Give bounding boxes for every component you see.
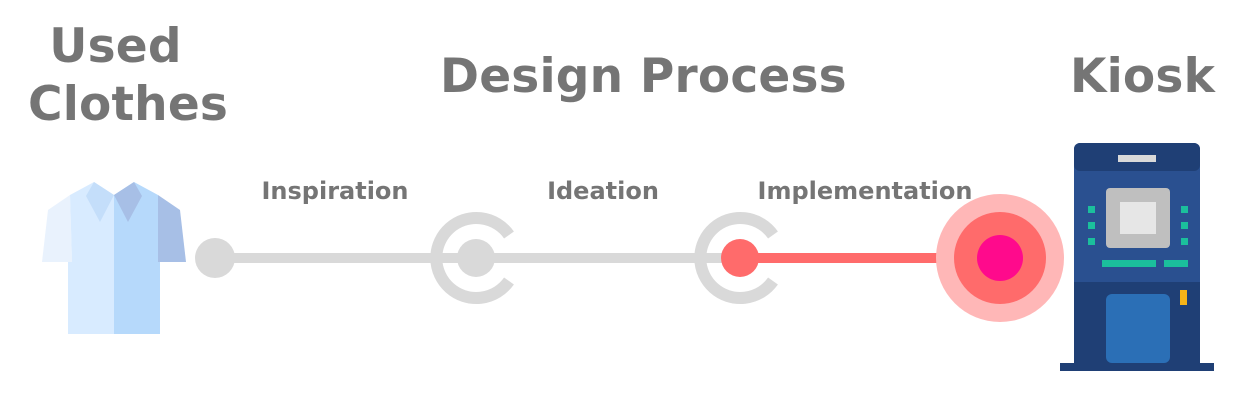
end-node-core xyxy=(977,235,1023,281)
kiosk-card-slot xyxy=(1102,260,1156,267)
node-inspiration-ring xyxy=(430,212,514,304)
kiosk-title: Kiosk xyxy=(1070,49,1216,104)
kiosk-screen xyxy=(1120,202,1156,234)
design-process-title: Design Process xyxy=(440,49,847,104)
used-clothes-title: Used Clothes xyxy=(28,18,229,134)
shirt-body-right xyxy=(114,182,160,334)
kiosk-card-slot xyxy=(1164,260,1188,267)
start-node xyxy=(195,238,235,278)
kiosk-icon xyxy=(1060,143,1214,371)
kiosk-button xyxy=(1181,238,1188,245)
step-label-inspiration: Inspiration xyxy=(261,177,409,205)
kiosk-button xyxy=(1088,238,1095,245)
kiosk-header-light xyxy=(1118,155,1156,162)
used-clothes-title-line-1: Used xyxy=(49,19,182,74)
step-label-ideation: Ideation xyxy=(547,177,659,205)
shirt-right-sleeve xyxy=(158,195,186,262)
step-label-implementation: Implementation xyxy=(757,177,973,205)
kiosk-button xyxy=(1088,222,1095,229)
node-inspiration-dot xyxy=(457,239,495,277)
kiosk-button xyxy=(1181,222,1188,229)
shirt-left-sleeve xyxy=(42,195,72,262)
node-ideation-ring xyxy=(694,212,778,304)
used-clothes-title-line-2: Clothes xyxy=(28,77,229,132)
node-ideation-dot xyxy=(721,239,759,277)
shirt-collar-right xyxy=(114,182,142,222)
kiosk-button xyxy=(1088,206,1095,213)
kiosk-door xyxy=(1106,294,1170,363)
shirt-collar-left xyxy=(86,182,114,222)
shirt-body-left xyxy=(68,182,114,334)
kiosk-button xyxy=(1181,206,1188,213)
kiosk-coin-slot xyxy=(1180,290,1187,305)
kiosk-base xyxy=(1060,363,1214,371)
shirt-icon xyxy=(42,182,186,334)
